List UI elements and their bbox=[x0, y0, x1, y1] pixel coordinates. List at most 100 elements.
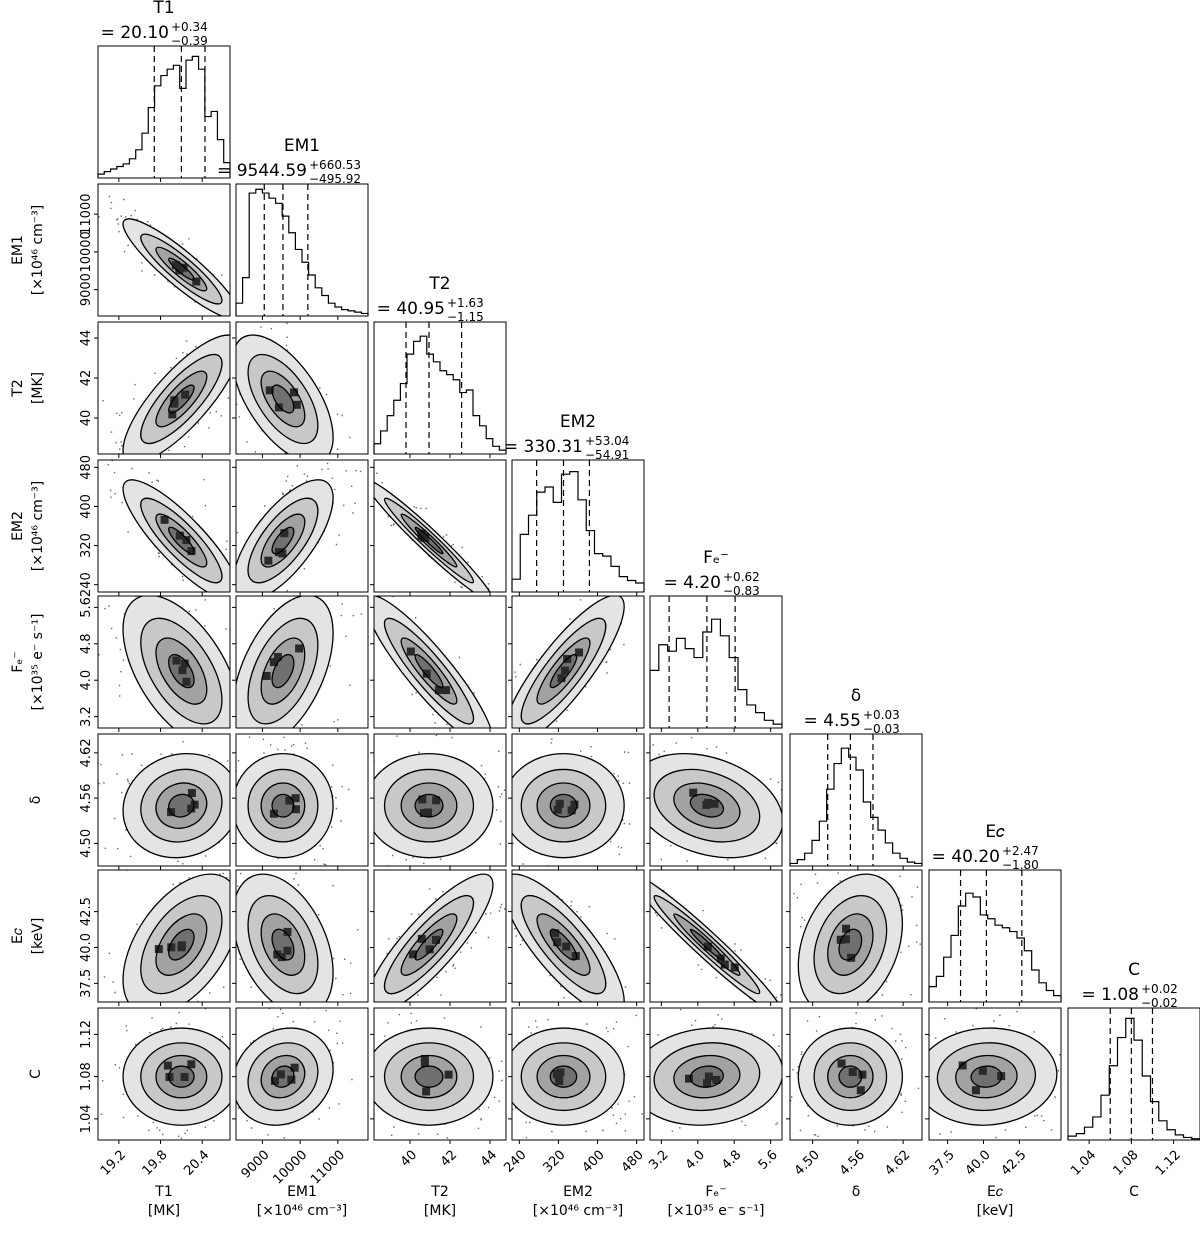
hist-title-value-C: = 1.08 bbox=[1082, 985, 1140, 1005]
hist-title-name-T1: T1 bbox=[152, 0, 174, 18]
hist-title-minus-EM2: −54.91 bbox=[585, 448, 629, 462]
contour-level-2 bbox=[140, 894, 223, 995]
density-peak bbox=[684, 1074, 693, 1083]
panel-T2-vs-T1 bbox=[97, 321, 231, 455]
panel-EM2-vs-T1 bbox=[97, 459, 231, 593]
contour-level-1 bbox=[827, 1054, 874, 1099]
density-peak bbox=[425, 945, 434, 954]
hist-title-value-delta: = 4.55 bbox=[804, 711, 862, 731]
density-peak bbox=[187, 789, 196, 798]
hist-panel-Fe: Fₑ⁻= 4.20+0.62−0.83 bbox=[649, 548, 783, 729]
density-peak bbox=[570, 800, 579, 809]
hist-title-value-EM1: = 9544.59 bbox=[217, 161, 307, 181]
panel-Ec-vs-EM2 bbox=[511, 869, 645, 1003]
density-peak bbox=[285, 796, 294, 805]
hist-title-name-delta: δ bbox=[851, 686, 861, 706]
density-peak bbox=[182, 677, 191, 686]
contour-level-2 bbox=[247, 497, 319, 584]
contour-level-3 bbox=[236, 334, 334, 454]
contour-level-1 bbox=[536, 637, 591, 705]
contour-level-1 bbox=[155, 513, 208, 568]
hist-panel-delta: δ= 4.55+0.03−0.03 bbox=[789, 686, 923, 867]
density-peak bbox=[841, 935, 850, 944]
y-axis-label-C-0: C bbox=[28, 1069, 44, 1079]
contour-level-0 bbox=[549, 793, 578, 818]
hist-title-name-Fe: Fₑ⁻ bbox=[703, 548, 729, 568]
contour-level-0 bbox=[414, 653, 444, 689]
panel-Fe-vs-T1 bbox=[97, 595, 231, 729]
panel-C-vs-EM2 bbox=[511, 1007, 645, 1141]
contour-level-1 bbox=[155, 370, 208, 428]
contour-level-3 bbox=[512, 1027, 625, 1126]
contour-level-3 bbox=[236, 1027, 334, 1126]
panel-frame bbox=[97, 459, 231, 593]
density-peak bbox=[848, 1067, 857, 1076]
y-axis-label-EM2-1: [×10⁴⁶ cm⁻³] bbox=[30, 481, 46, 571]
density-peak bbox=[160, 515, 169, 524]
hist-panel-T1: T1= 20.10+0.34−0.39 bbox=[97, 0, 231, 179]
y-axis-label-Ec-1: [keV] bbox=[30, 918, 46, 955]
density-peak bbox=[556, 1068, 565, 1077]
contour-level-1 bbox=[260, 913, 306, 976]
x-axis-label-T1-1: [MK] bbox=[148, 1203, 180, 1219]
contour-level-2 bbox=[813, 1042, 888, 1112]
panel-EM2-vs-T2 bbox=[373, 459, 507, 593]
contour-level-1 bbox=[400, 913, 458, 976]
contour-level-3 bbox=[512, 596, 625, 728]
density-peak bbox=[432, 796, 441, 805]
density-peak bbox=[444, 1070, 453, 1079]
density-peak bbox=[704, 1072, 713, 1081]
x-tick-label-Ec-2: 42.5 bbox=[998, 1148, 1029, 1179]
panel-frame bbox=[97, 1007, 231, 1141]
contour-level-2 bbox=[140, 617, 223, 725]
contour-level-3 bbox=[374, 596, 494, 728]
contour-level-0 bbox=[689, 1065, 725, 1088]
x-tick-label-EM1-0: 9000 bbox=[239, 1148, 273, 1182]
density-peak bbox=[270, 1076, 279, 1085]
panel-T2-vs-EM1 bbox=[235, 321, 369, 455]
x-tick-label-EM1-1: 10000 bbox=[270, 1148, 310, 1188]
y-tick-label-C-1: 1.08 bbox=[79, 1062, 94, 1091]
hist-panel-C: C= 1.08+0.02−0.02 bbox=[1067, 960, 1200, 1141]
x-tick-label-T2-0: 40 bbox=[398, 1148, 420, 1170]
contour-level-2 bbox=[813, 894, 888, 995]
x-axis-label-T1-0: T1 bbox=[154, 1184, 172, 1200]
density-peak bbox=[269, 658, 278, 667]
density-peak bbox=[167, 808, 176, 817]
contour-level-3 bbox=[122, 479, 230, 592]
density-peak bbox=[422, 669, 431, 678]
y-tick-label-EM2-0: 240 bbox=[79, 572, 94, 597]
contour-level-2 bbox=[520, 894, 607, 995]
contour-level-3 bbox=[374, 479, 494, 592]
contour-level-2 bbox=[140, 497, 223, 584]
density-peak bbox=[290, 388, 299, 397]
hist-title-name-C: C bbox=[1128, 960, 1140, 980]
y-tick-label-delta-2: 4.62 bbox=[79, 738, 94, 767]
density-peak bbox=[720, 960, 729, 969]
density-peak bbox=[165, 1072, 174, 1081]
y-tick-label-EM1-2: 11000 bbox=[79, 193, 94, 234]
density-peak bbox=[178, 666, 187, 675]
hist-frame-EM1 bbox=[235, 183, 369, 317]
density-peak bbox=[274, 403, 283, 412]
panel-frame bbox=[235, 733, 369, 867]
density-peak bbox=[842, 924, 851, 933]
contour-level-3 bbox=[236, 479, 334, 592]
hist-panel-EM2: EM2= 330.31+53.04−54.91 bbox=[504, 412, 645, 593]
x-tick-label-C-0: 1.04 bbox=[1068, 1148, 1099, 1179]
density-peak bbox=[551, 929, 560, 938]
density-peak bbox=[154, 945, 163, 954]
x-tick-label-delta-2: 4.62 bbox=[882, 1148, 913, 1179]
density-peak bbox=[856, 1086, 865, 1095]
contour-level-2 bbox=[140, 768, 223, 843]
hist-title-value-Fe: = 4.20 bbox=[664, 573, 722, 593]
density-fill-3 bbox=[971, 1066, 1002, 1088]
density-fill-3 bbox=[272, 385, 294, 413]
hist-frame-C bbox=[1067, 1007, 1200, 1141]
contour-level-1 bbox=[827, 913, 874, 976]
density-peak bbox=[292, 400, 301, 409]
x-tick-label-T1-0: 19.2 bbox=[98, 1148, 129, 1179]
panel-frame bbox=[928, 1007, 1062, 1141]
panel-frame bbox=[373, 733, 507, 867]
y-tick-label-C-2: 1.12 bbox=[79, 1020, 94, 1049]
